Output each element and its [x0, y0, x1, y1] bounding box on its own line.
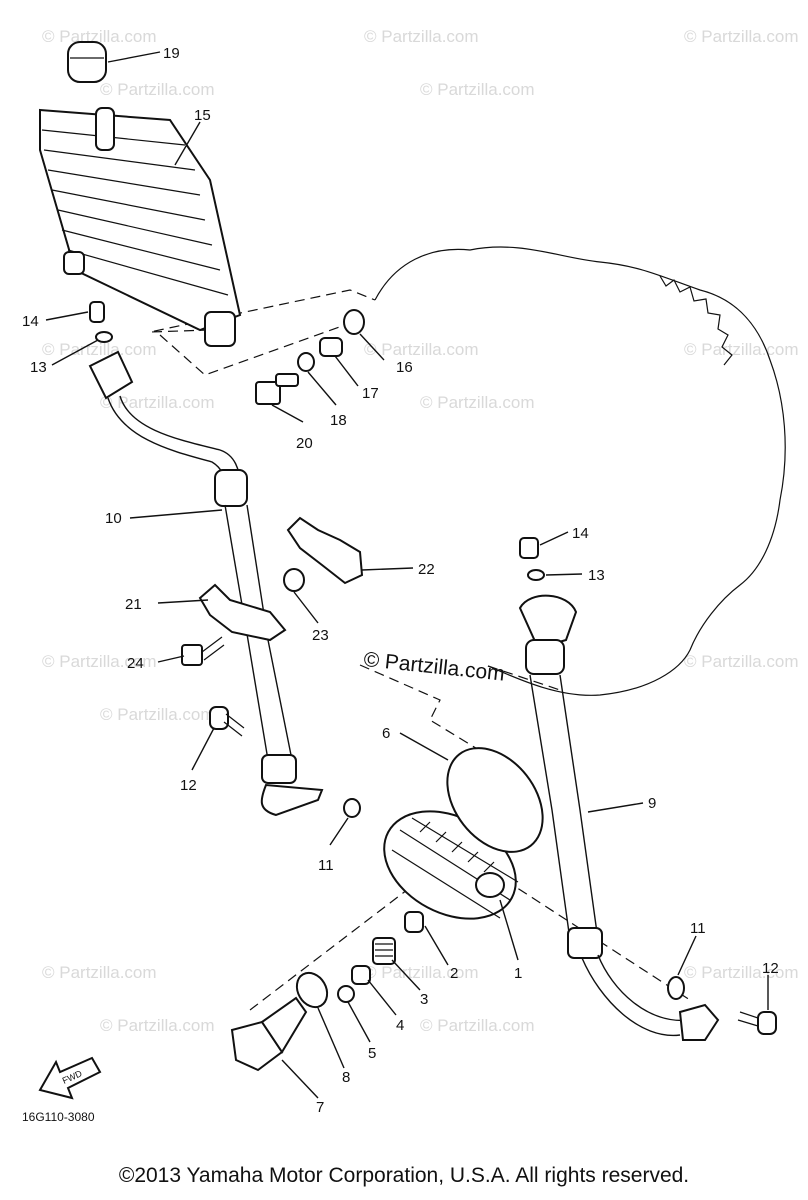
watermark: © Partzilla.com — [420, 1016, 535, 1035]
part-o-ring-11 — [667, 976, 685, 1000]
callout-3: 3 — [420, 991, 428, 1008]
callout-9: 9 — [648, 795, 656, 812]
callout-23: 23 — [312, 627, 329, 644]
watermark: © Partzilla.com — [100, 393, 215, 412]
watermark: © Partzilla.com — [684, 340, 799, 359]
callout-12: 12 — [180, 777, 197, 794]
part-washer-13 — [527, 569, 545, 581]
callout-14: 14 — [572, 525, 589, 542]
watermark: © Partzilla.com — [364, 27, 479, 46]
watermark: © Partzilla.com — [684, 652, 799, 671]
guide-line — [487, 665, 561, 691]
part-bolt-12 — [209, 706, 245, 737]
guide-line — [504, 879, 691, 1001]
part-collar-4 — [351, 965, 371, 985]
watermark: © Partzilla.com — [100, 80, 215, 99]
part-collar-23 — [283, 568, 305, 592]
diagram-code: 16G110-3080 — [22, 1110, 95, 1124]
callout-5: 5 — [368, 1045, 376, 1062]
callout-16: 16 — [396, 359, 413, 376]
callout-22: 22 — [418, 561, 435, 578]
callout-11: 11 — [318, 857, 334, 874]
callout-20: 19 — [163, 45, 180, 62]
watermark: © Partzilla.com — [420, 393, 535, 412]
callout-4: 4 — [396, 1017, 404, 1034]
watermark: © Partzilla.com — [684, 963, 799, 982]
callout-10: 10 — [105, 510, 122, 527]
callout-numbers: 19 15 14 13 16 17 18 20 10 21 24 12 22 2… — [22, 45, 779, 1116]
callout-7: 7 — [316, 1099, 324, 1116]
callout-14: 14 — [22, 313, 39, 330]
callout-2: 2 — [450, 965, 458, 982]
part-collar-2 — [404, 911, 424, 933]
part-washer-13 — [95, 331, 113, 343]
callout-21: 21 — [125, 596, 142, 613]
part-bolt-19 — [255, 373, 299, 405]
fwd-arrow-icon: FWD — [38, 1056, 102, 1100]
copyright-footer: ©2013 Yamaha Motor Corporation, U.S.A. A… — [118, 1164, 690, 1187]
callout-13: 13 — [30, 359, 47, 376]
watermark: © Partzilla.com — [364, 963, 479, 982]
part-bolt-24 — [181, 636, 225, 666]
part-collar-17 — [319, 337, 343, 357]
callout-1: 1 — [514, 965, 522, 982]
watermark: © Partzilla.com — [100, 705, 215, 724]
callout-13: 13 — [588, 567, 605, 584]
watermark: © Partzilla.com — [100, 1016, 215, 1035]
part-oil-cooler-15 — [39, 107, 242, 347]
part-bolt-14 — [89, 301, 105, 323]
callout-17: 17 — [362, 385, 379, 402]
callout-6: 6 — [382, 725, 390, 742]
part-washer-8 — [295, 971, 329, 1009]
callout-8: 8 — [342, 1069, 350, 1086]
part-washer-18 — [297, 352, 315, 372]
watermark: © Partzilla.com — [364, 340, 479, 359]
guide-line — [159, 324, 346, 376]
leader-lines — [45, 51, 769, 1099]
callout-24: 24 — [127, 655, 144, 672]
part-grommet-16 — [343, 309, 365, 335]
watermark: © Partzilla.com — [42, 963, 157, 982]
guide-line — [149, 289, 376, 333]
watermark-layer: © Partzilla.com © Partzilla.com © Partzi… — [42, 27, 799, 1035]
callout-12: 12 — [762, 960, 779, 977]
part-bolt-7 — [230, 996, 308, 1072]
watermark: © Partzilla.com — [420, 80, 535, 99]
part-clamp-21 — [198, 583, 287, 642]
watermark: © Partzilla.com — [42, 340, 157, 359]
callout-11: 11 — [690, 920, 706, 937]
watermark: © Partzilla.com — [684, 27, 799, 46]
guide-line — [249, 879, 421, 1011]
callout-15: 15 — [194, 107, 211, 124]
engine-outline — [374, 246, 786, 696]
callout-18: 18 — [330, 412, 347, 429]
part-hose-10 — [88, 350, 324, 817]
watermark: © Partzilla.com — [42, 652, 157, 671]
part-hose-9 — [518, 594, 720, 1041]
part-washer-5 — [337, 985, 355, 1003]
watermark: © Partzilla.com — [42, 27, 157, 46]
part-bracket-22 — [286, 516, 364, 585]
engine-outline-jag — [659, 275, 733, 366]
part-bolt-14 — [519, 537, 539, 559]
part-bolt-12 — [737, 1011, 777, 1035]
part-spring-3 — [372, 937, 396, 965]
part-cap-20 — [67, 41, 107, 83]
part-o-ring-6 — [446, 747, 544, 853]
part-o-ring-11 — [343, 798, 361, 818]
callout-19: 20 — [296, 435, 313, 452]
parts-diagram: © Partzilla.com © Partzilla.com © Partzi… — [22, 27, 799, 1116]
